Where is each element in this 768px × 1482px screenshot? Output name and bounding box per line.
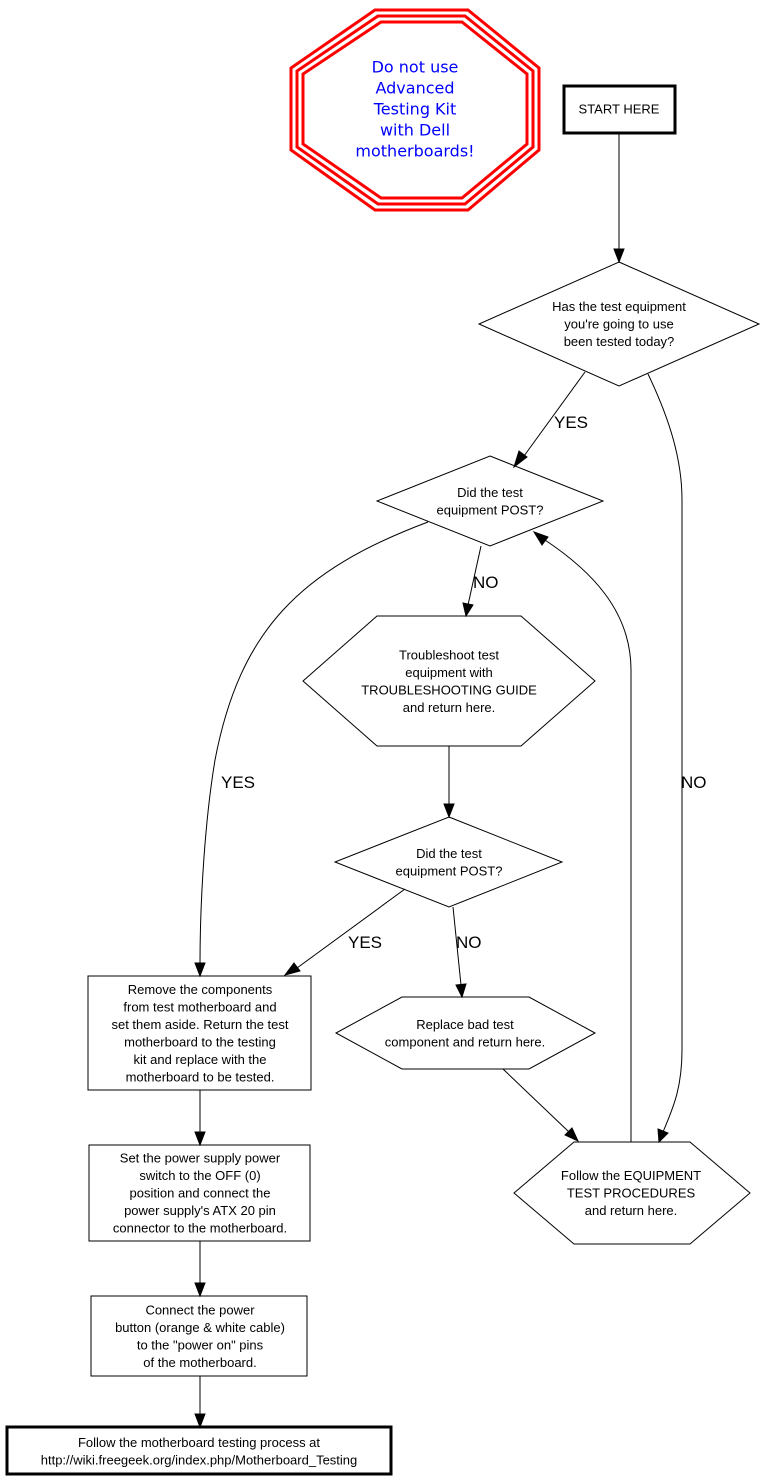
node-label-line: equipment POST? bbox=[396, 863, 503, 878]
edge-label-post1-no: NO bbox=[473, 573, 499, 592]
node-label-line: Remove the components bbox=[128, 982, 273, 997]
edge-label-tested-yes: YES bbox=[554, 413, 588, 432]
node-label-line: button (orange & white cable) bbox=[115, 1320, 285, 1335]
node-label-line: Troubleshoot test bbox=[399, 647, 499, 662]
edge-label-post2-yes: YES bbox=[348, 933, 382, 952]
node-start: START HERE bbox=[562, 84, 677, 135]
process-box bbox=[90, 1295, 308, 1377]
node-label-line: been tested today? bbox=[564, 334, 675, 349]
node-label-line: equipment with bbox=[405, 665, 492, 680]
node-label-line: you're going to use bbox=[564, 317, 673, 332]
node-label-line: and return here. bbox=[585, 1203, 678, 1218]
stop-sign-border-middle bbox=[295, 14, 535, 206]
edge-troubleshoot-to-post2 bbox=[443, 746, 455, 819]
node-label-line: TEST PROCEDURES bbox=[567, 1186, 696, 1201]
node-label-line: set them aside. Return the test bbox=[111, 1017, 288, 1032]
stop-sign-border-outer bbox=[289, 8, 541, 212]
node-label-line: Follow the motherboard testing process a… bbox=[78, 1435, 320, 1450]
arrowhead bbox=[564, 1127, 580, 1143]
edge-post1-no bbox=[462, 545, 482, 618]
decision-diamond bbox=[333, 816, 564, 908]
edge-remove-to-power-switch bbox=[194, 1090, 206, 1147]
node-label-line: kit and replace with the bbox=[134, 1052, 267, 1067]
arrowhead bbox=[194, 1282, 206, 1298]
node-replace: Replace bad test component and return her… bbox=[334, 996, 597, 1070]
node-label-line: http://wiki.freegeek.org/index.php/Mothe… bbox=[41, 1452, 358, 1467]
arrowhead bbox=[613, 248, 625, 264]
final-box bbox=[5, 1425, 393, 1476]
node-label-line: switch to the OFF (0) bbox=[139, 1168, 260, 1183]
node-remove: Remove the components from test motherboa… bbox=[87, 975, 312, 1091]
node-post2: Did the test equipment POST? bbox=[333, 816, 564, 908]
edge-post1-yes bbox=[194, 521, 429, 978]
edge-start-to-tested bbox=[613, 133, 625, 264]
start-box bbox=[562, 84, 677, 135]
edge-equip-to-post1 bbox=[532, 531, 632, 1142]
node-label-line: to the "power on" pins bbox=[137, 1337, 264, 1352]
node-label-line: and return here. bbox=[403, 700, 496, 715]
warning-text-line: Do not use bbox=[372, 58, 459, 77]
node-label-line: position and connect the bbox=[130, 1186, 271, 1201]
node-equip-test: Follow the EQUIPMENT TEST PROCEDURES and r… bbox=[513, 1141, 751, 1245]
warning-text-line: with Dell bbox=[380, 121, 450, 140]
edge-tested-no bbox=[647, 373, 683, 1144]
edge-post2-no bbox=[452, 906, 467, 999]
arrowhead bbox=[443, 803, 455, 819]
edge-button-to-final bbox=[194, 1376, 206, 1429]
node-label-line: START HERE bbox=[579, 102, 660, 117]
process-box bbox=[88, 1144, 311, 1242]
arrowhead bbox=[455, 983, 467, 999]
arrowhead bbox=[532, 531, 549, 546]
arrowhead bbox=[194, 1131, 206, 1147]
node-label-line: power supply's ATX 20 pin bbox=[124, 1203, 276, 1218]
node-label-line: motherboard to be tested. bbox=[126, 1069, 275, 1084]
arrowhead bbox=[462, 602, 474, 618]
node-power-button: Connect the power button (orange & white … bbox=[90, 1295, 308, 1377]
process-box bbox=[87, 975, 312, 1091]
edge-power-switch-to-button bbox=[194, 1241, 206, 1298]
node-label-line: component and return here. bbox=[385, 1034, 545, 1049]
edge-label-post1-yes: YES bbox=[221, 773, 255, 792]
node-label-line: Replace bad test bbox=[416, 1017, 514, 1032]
arrowhead bbox=[194, 962, 206, 978]
node-label-line: Did the test bbox=[416, 846, 482, 861]
process-hexagon bbox=[302, 615, 596, 747]
node-label-line: Has the test equipment bbox=[552, 299, 686, 314]
process-hexagon bbox=[334, 996, 597, 1070]
decision-diamond bbox=[477, 261, 761, 387]
node-post1: Did the test equipment POST? bbox=[375, 455, 605, 547]
edge-replace-to-equip bbox=[502, 1068, 580, 1143]
node-label-line: connector to the motherboard. bbox=[113, 1221, 287, 1236]
node-label-line: motherboard to the testing bbox=[124, 1034, 276, 1049]
edge-label-tested-no: NO bbox=[681, 773, 707, 792]
node-label-line: from test motherboard and bbox=[123, 999, 276, 1014]
node-label-line: Did the test bbox=[457, 485, 523, 500]
edge-label-post2-no: NO bbox=[456, 933, 482, 952]
decision-diamond bbox=[375, 455, 605, 547]
node-final: Follow the motherboard testing process a… bbox=[5, 1425, 393, 1476]
node-label-line: of the motherboard. bbox=[143, 1355, 256, 1370]
edge-tested-yes bbox=[513, 371, 586, 469]
node-label-line: Connect the power bbox=[145, 1302, 255, 1317]
node-label-line: Set the power supply power bbox=[120, 1151, 281, 1166]
warning-text-line: Advanced bbox=[375, 79, 454, 98]
process-hexagon bbox=[513, 1141, 751, 1245]
node-label-line: Follow the EQUIPMENT bbox=[561, 1168, 701, 1183]
arrowhead bbox=[513, 450, 528, 469]
node-label-line: TROUBLESHOOTING GUIDE bbox=[361, 682, 537, 697]
arrowhead bbox=[194, 1413, 206, 1429]
arrowhead bbox=[657, 1128, 669, 1144]
edge-post2-yes bbox=[283, 888, 406, 976]
node-tested-today: Has the test equipment you're going to us… bbox=[477, 261, 761, 387]
warning-text-line: motherboards! bbox=[355, 142, 474, 161]
arrowhead bbox=[283, 962, 301, 976]
node-label-line: equipment POST? bbox=[437, 502, 544, 517]
node-troubleshoot: Troubleshoot test equipment withTROUBLESH… bbox=[302, 615, 596, 747]
stop-sign-border-inner bbox=[301, 20, 529, 200]
node-power-switch: Set the power supply power switch to the … bbox=[88, 1144, 311, 1242]
warning-text-line: Testing Kit bbox=[373, 100, 457, 119]
